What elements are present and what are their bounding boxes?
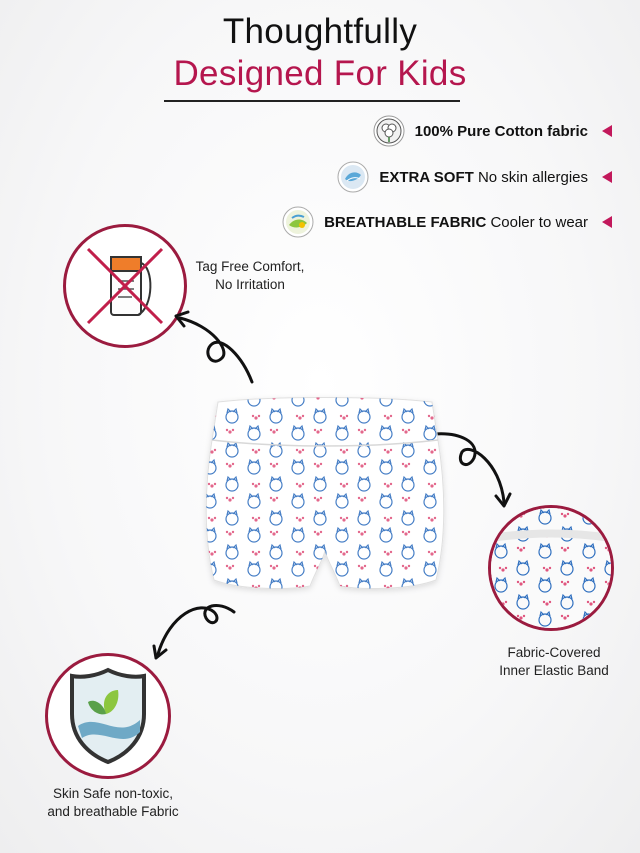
pointer-arrow-icon	[602, 216, 612, 228]
fabric-closeup-image	[491, 508, 611, 628]
caption-line: Inner Elastic Band	[499, 663, 609, 678]
feature-text: EXTRA SOFT No skin allergies	[379, 168, 588, 186]
curly-arrow-icon	[432, 432, 512, 508]
curly-arrow-icon	[152, 603, 236, 660]
breathable-icon	[282, 206, 314, 238]
feature-text: 100% Pure Cotton fabric	[414, 122, 588, 140]
no-tag-icon	[86, 247, 164, 325]
heading-line-2: Designed For Kids	[173, 54, 467, 93]
caption-line: Fabric-Covered	[507, 645, 601, 660]
caption-line: Skin Safe non-toxic,	[52, 786, 174, 801]
elastic-band-closeup	[488, 505, 614, 631]
elastic-caption: Fabric-Covered Inner Elastic Band	[484, 644, 624, 680]
skin-safe-badge	[45, 653, 171, 779]
shield-icon	[70, 667, 146, 765]
feature-text: BREATHABLE FABRIC Cooler to wear	[324, 213, 588, 231]
pointer-arrow-icon	[602, 125, 612, 137]
caption-line: No Irritation	[215, 277, 285, 292]
caption-line: and breathable Fabric	[47, 804, 179, 819]
tag-free-badge	[63, 224, 187, 348]
caption-line: Tag Free Comfort,	[195, 259, 305, 274]
soft-leaf-icon	[337, 161, 369, 193]
skin-safe-caption: Skin Safe non-toxic, and breathable Fabr…	[28, 785, 198, 821]
feature-breathable: BREATHABLE FABRIC Cooler to wear	[282, 206, 612, 238]
tag-free-caption: Tag Free Comfort, No Irritation	[190, 258, 310, 294]
feature-cotton: 100% Pure Cotton fabric	[373, 115, 612, 147]
curly-arrow-icon	[174, 310, 254, 384]
kids-shorts-image	[205, 397, 445, 589]
pointer-arrow-icon	[602, 171, 612, 183]
heading-line-1: Thoughtfully	[222, 12, 418, 51]
feature-soft: EXTRA SOFT No skin allergies	[337, 161, 612, 193]
heading-divider	[164, 100, 460, 102]
cotton-flower-icon	[373, 115, 405, 147]
